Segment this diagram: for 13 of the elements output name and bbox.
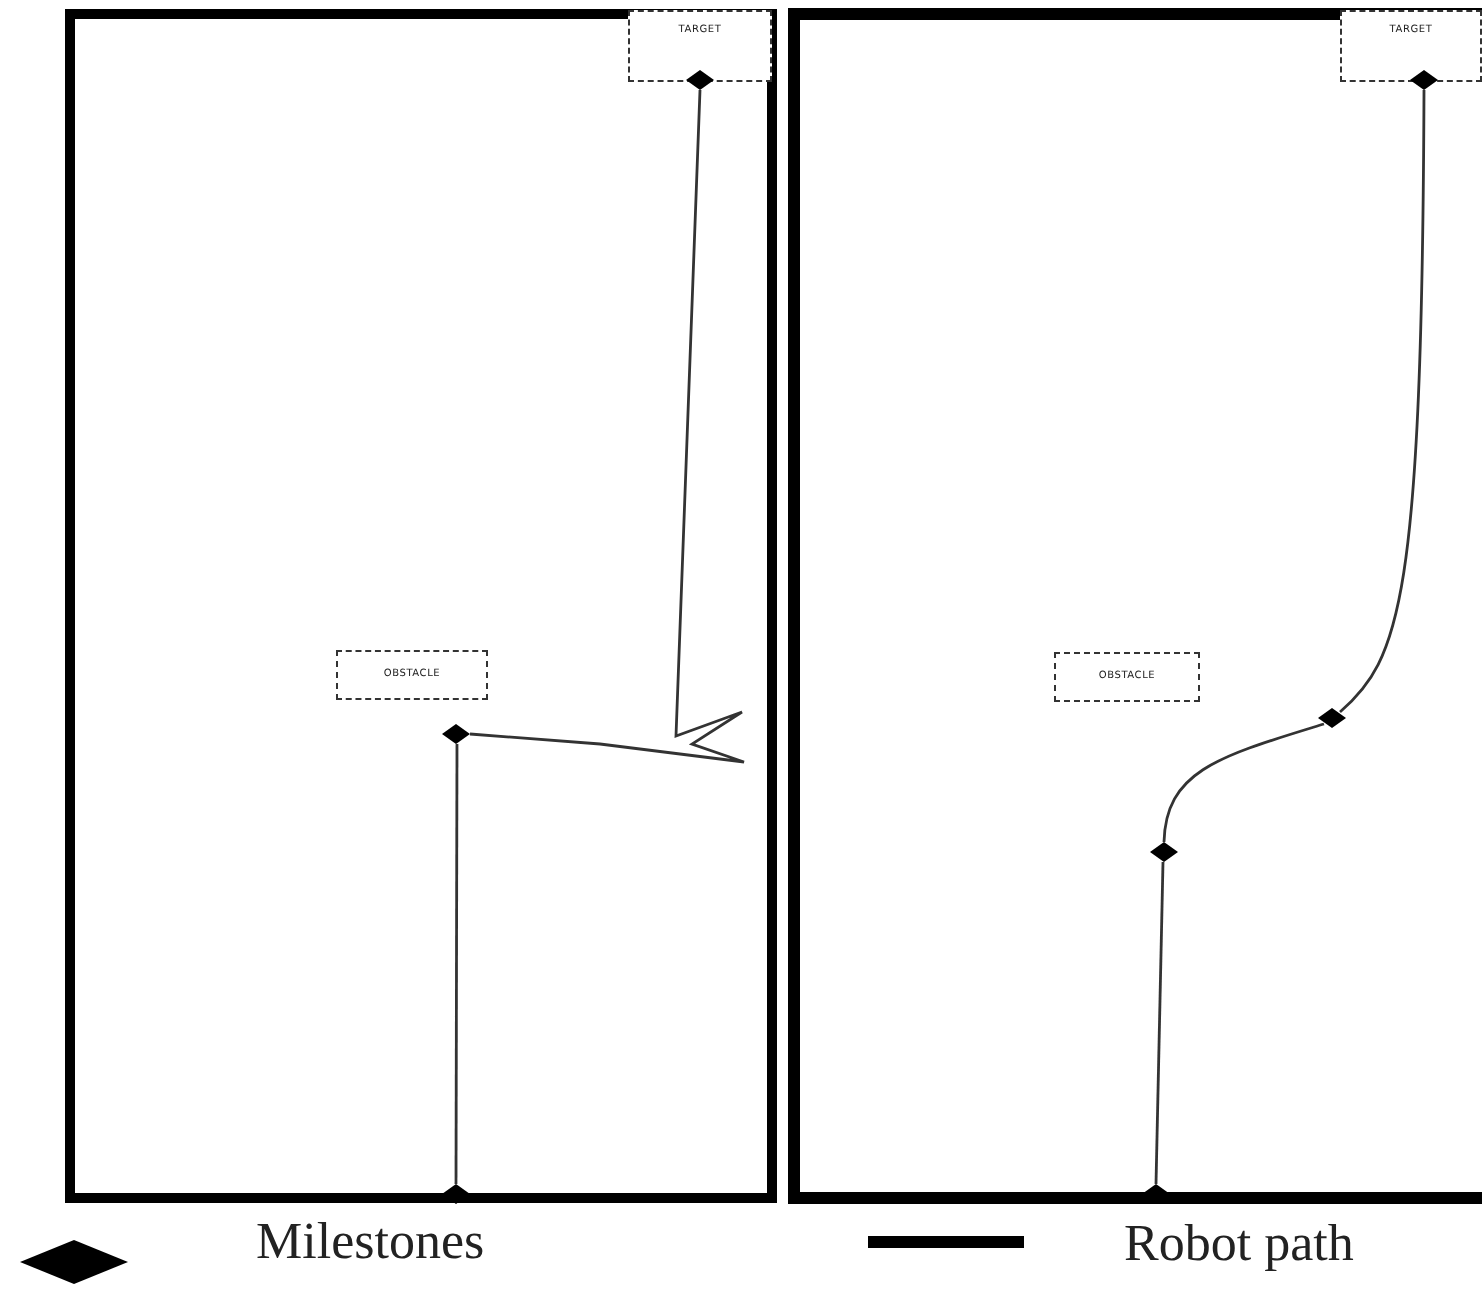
milestone-diamond (442, 724, 470, 744)
milestone-diamond (1410, 70, 1438, 90)
milestone-diamond (1318, 708, 1346, 728)
robot-path-line (1154, 861, 1165, 1185)
legend-label: Milestones (256, 1212, 485, 1272)
milestone-diamond (686, 70, 714, 90)
robot-path-line (469, 89, 746, 764)
robot-path-line (1162, 722, 1325, 843)
robot-path-line (1339, 90, 1426, 713)
legend-label: Robot path (1124, 1214, 1354, 1274)
milestone-diamond (1150, 842, 1178, 862)
milestone-diamond (442, 1184, 470, 1204)
robot-path-line (454, 744, 459, 1184)
